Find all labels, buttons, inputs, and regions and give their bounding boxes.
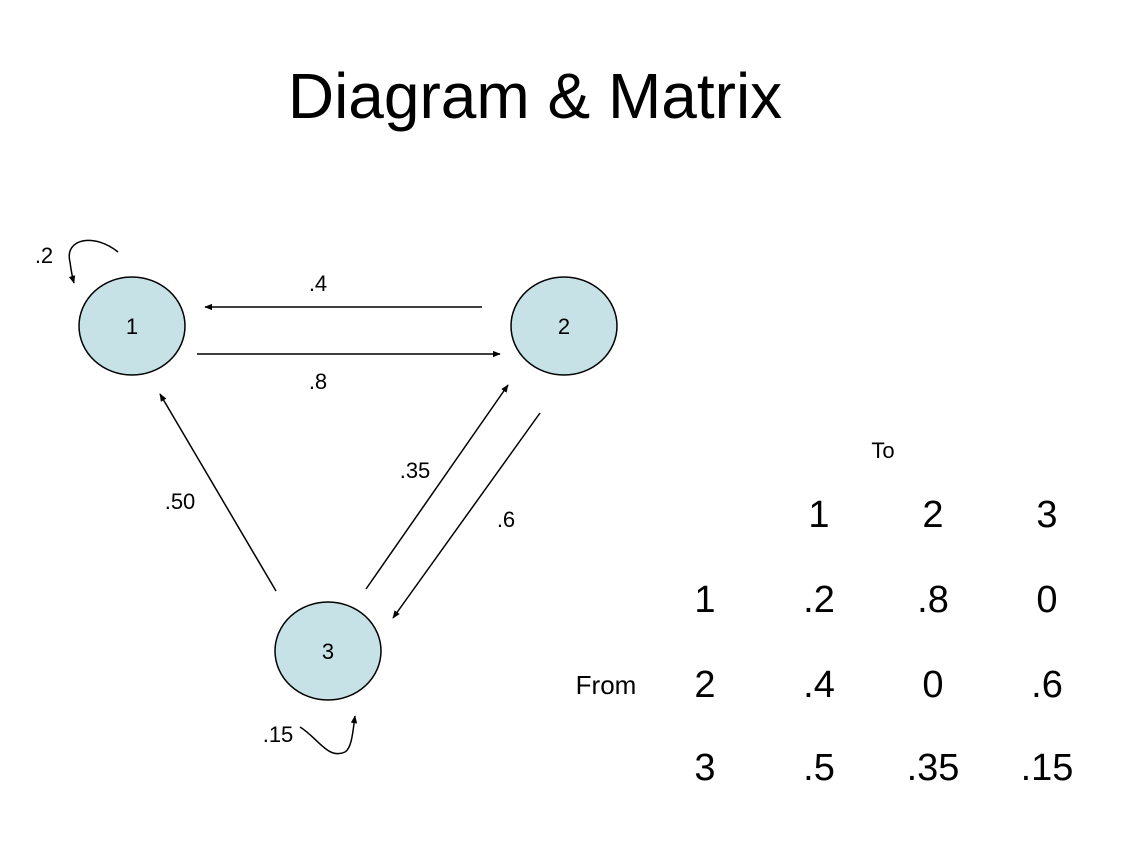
- transition-matrix: To From 1 2 3 1 .2 .8 0 2 .4 0 .6 3 .5 .…: [576, 438, 1074, 789]
- matrix-cell: .5: [803, 747, 835, 789]
- edge-2-to-3: [392, 412, 541, 619]
- matrix-row-label: 2: [694, 664, 715, 706]
- node-2: 2: [510, 276, 618, 376]
- matrix-cell: .6: [1031, 664, 1063, 706]
- matrix-cell: .15: [1021, 747, 1074, 789]
- edge-1-to-1-self-loop: [68, 239, 119, 284]
- node-1: 1: [78, 276, 186, 376]
- matrix-to-label: To: [871, 438, 894, 463]
- node-3: 3: [274, 601, 382, 701]
- edge-2-to-1-label: .4: [309, 271, 327, 296]
- edge-1-to-1-label: .2: [35, 243, 53, 268]
- edge-3-to-1-label: .50: [165, 489, 196, 514]
- edges: [68, 239, 541, 755]
- matrix-cell: 0: [922, 664, 943, 706]
- matrix-column-header: 3: [1036, 494, 1057, 536]
- node-3-label: 3: [322, 639, 334, 664]
- matrix-column-header: 2: [922, 494, 943, 536]
- matrix-cell: .35: [907, 747, 960, 789]
- edge-3-to-2: [365, 384, 509, 590]
- edge-3-to-2-label: .35: [400, 458, 431, 483]
- edge-2-to-3-label: .6: [497, 507, 515, 532]
- node-1-label: 1: [126, 314, 138, 339]
- slide-title: Diagram & Matrix: [287, 60, 783, 132]
- matrix-from-label: From: [576, 670, 637, 700]
- matrix-cell: .8: [917, 579, 949, 621]
- matrix-cell: .4: [803, 664, 835, 706]
- node-2-label: 2: [558, 314, 570, 339]
- edge-3-to-3-label: .15: [263, 722, 294, 747]
- matrix-cell: 0: [1036, 579, 1057, 621]
- edge-1-to-2-label: .8: [309, 369, 327, 394]
- matrix-column-header: 1: [808, 494, 829, 536]
- edge-labels: .2 .4 .8 .50 .35 .6 .15: [35, 243, 515, 747]
- edge-3-to-3-self-loop: [299, 715, 358, 755]
- matrix-row-label: 1: [694, 579, 715, 621]
- matrix-cell: .2: [803, 579, 835, 621]
- edge-3-to-1: [159, 393, 277, 592]
- matrix-row-label: 3: [694, 747, 715, 789]
